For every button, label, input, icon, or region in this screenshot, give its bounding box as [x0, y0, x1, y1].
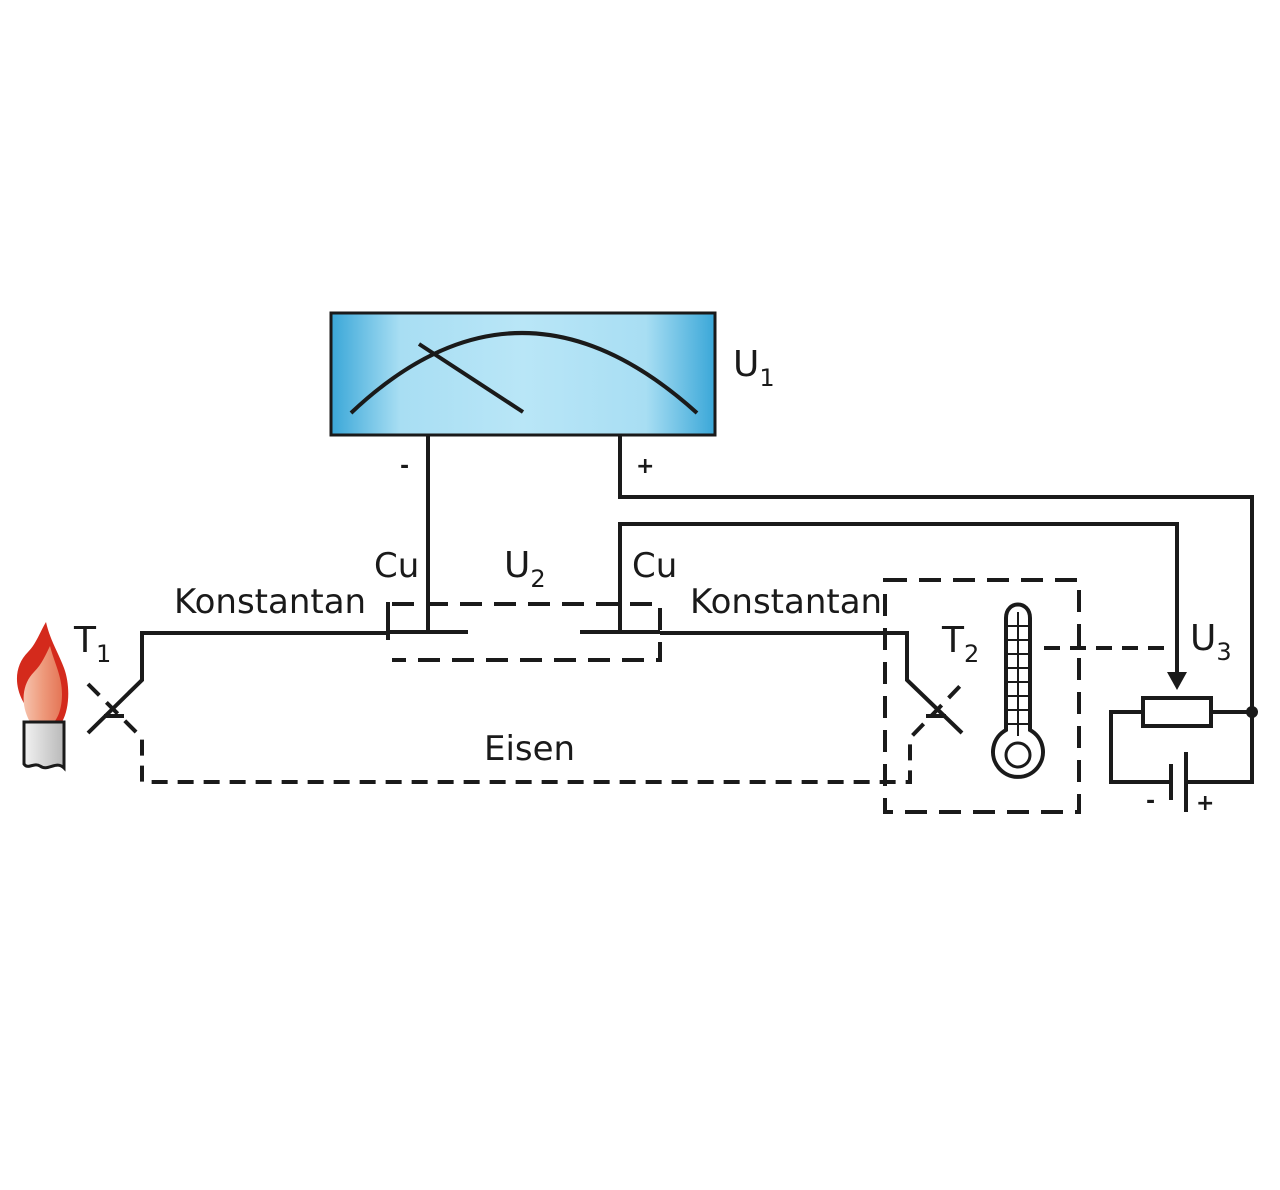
eisen-label: Eisen: [484, 729, 575, 769]
wiper-lead: [618, 522, 1179, 684]
eisen-wire: [86, 682, 964, 784]
reference-enclosure: [392, 602, 662, 662]
voltmeter-scale-arc: [349, 331, 699, 415]
konstantan-right-label: Konstantan: [690, 582, 882, 622]
battery-minus-label: -: [1146, 789, 1155, 814]
meter-plus-lead: [618, 435, 1254, 712]
compensation-loop: [1109, 710, 1171, 784]
konstantan-wire-right: [660, 631, 964, 735]
cu-left-label: Cu: [374, 546, 419, 586]
resistor-body: [1141, 696, 1213, 728]
u3-label: U3: [1190, 618, 1232, 666]
candle-body: [22, 720, 66, 772]
potentiometer-icon: [1141, 696, 1213, 728]
battery-icon: [1169, 752, 1188, 812]
flame-inner: [23, 646, 62, 722]
wiper-arrow: [1167, 672, 1187, 690]
meter-plus-label: +: [636, 454, 654, 479]
t1-label: T1: [73, 620, 111, 668]
konstantan-wire-left: [86, 631, 388, 735]
cu-right-label: Cu: [632, 546, 677, 586]
compensation-loop-right: [1186, 710, 1254, 784]
cold-junction-enclosure: [883, 578, 1081, 814]
konstantan-left-label: Konstantan: [174, 582, 366, 622]
u2-label: U2: [504, 545, 546, 593]
voltmeter: [329, 311, 717, 437]
meter-minus-label: -: [400, 454, 409, 479]
flame-icon: [16, 622, 69, 772]
thermometer-icon: [991, 602, 1045, 779]
battery-plus-label: +: [1196, 791, 1214, 816]
u1-label: U1: [733, 344, 775, 392]
t2-label: T2: [941, 620, 979, 668]
thermometer-bulb: [1004, 741, 1032, 769]
junction-dot: [1246, 706, 1258, 718]
voltmeter-needle: [417, 342, 525, 414]
